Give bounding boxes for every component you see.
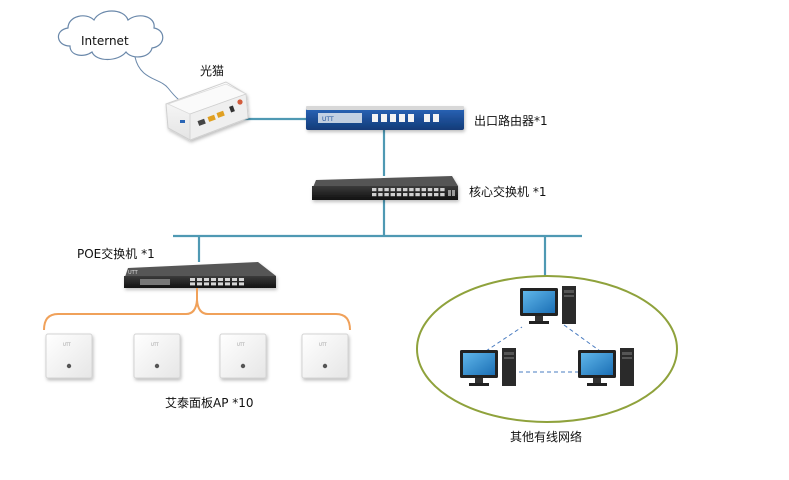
switch-port [239,278,244,281]
switch-port [211,278,216,281]
switch-port [427,193,433,197]
desktop-pc-icon [578,348,634,386]
switch-port [434,193,439,197]
switch-port [211,282,216,286]
switch-port [434,188,439,192]
modem-device [165,81,249,141]
internet-cloud [57,10,164,61]
ap-brand-text: UTT [151,342,159,347]
switch-port [225,282,230,286]
switch-port [403,188,408,192]
switch-port [204,282,209,286]
switch-port [372,188,377,192]
internet-label: Internet [81,34,129,48]
switch-port [440,193,445,197]
panel-ap-group: UTT UTT UTT UTT [45,333,349,379]
ap-port-icon [66,363,72,369]
core-switch-ports [372,188,455,197]
pc-group [460,286,634,386]
router-label: 出口路由器*1 [474,114,548,128]
desktop-pc-icon [460,348,516,386]
core-switch-label: 核心交换机 *1 [469,185,547,199]
ap-port-icon [154,363,160,369]
ap-brand-text: UTT [237,342,245,347]
switch-port [190,278,195,281]
switch-port [440,188,445,192]
switch-port [415,188,420,192]
switch-port [403,193,408,197]
switch-port [427,188,433,192]
switch-port [225,278,230,281]
core-switch-device [312,176,458,200]
links [173,117,582,276]
switch-port [204,278,209,281]
desktop-pc-icon [520,286,576,324]
sfp-port [448,190,451,196]
switch-port [409,188,414,192]
ap-port-icon [322,363,328,369]
switch-port [232,278,237,281]
switch-port [415,193,420,197]
panel-ap: UTT [45,333,93,379]
other-network-label: 其他有线网络 [510,430,583,444]
panel-ap: UTT [219,333,267,379]
ap-brand-text: UTT [319,342,327,347]
switch-port [409,193,414,197]
switch-port [421,193,426,197]
sfp-port [452,190,455,196]
switch-port [390,193,395,197]
svg-text:UTT: UTT [128,270,139,276]
ap-bracket [43,299,351,331]
switch-port [390,188,395,192]
svg-text:UTT: UTT [322,116,334,123]
switch-port [197,278,202,281]
switch-port [384,193,389,197]
switch-port [218,278,223,281]
other-network-ellipse [416,275,678,423]
switch-port [421,188,426,192]
panel-ap: UTT [301,333,349,379]
poe-switch-device: UTT [124,262,276,288]
switch-port [239,282,244,286]
switch-port [372,193,377,197]
switch-port [396,188,402,192]
switch-port [378,188,383,192]
switch-port [378,193,383,197]
panel-ap: UTT [133,333,181,379]
ap-brand-text: UTT [63,342,71,347]
switch-port [197,282,202,286]
switch-port [190,282,195,286]
router-device: UTT [306,106,464,130]
poe-switch-ports [140,278,244,286]
switch-port [396,193,402,197]
switch-port [384,188,389,192]
ap-port-icon [240,363,246,369]
modem-label: 光猫 [200,64,225,78]
poe-switch-label: POE交换机 *1 [77,247,155,261]
poe-panel [140,279,170,285]
panel-ap-label: 艾泰面板AP *10 [165,396,254,410]
switch-port [218,282,223,286]
switch-port [232,282,237,286]
